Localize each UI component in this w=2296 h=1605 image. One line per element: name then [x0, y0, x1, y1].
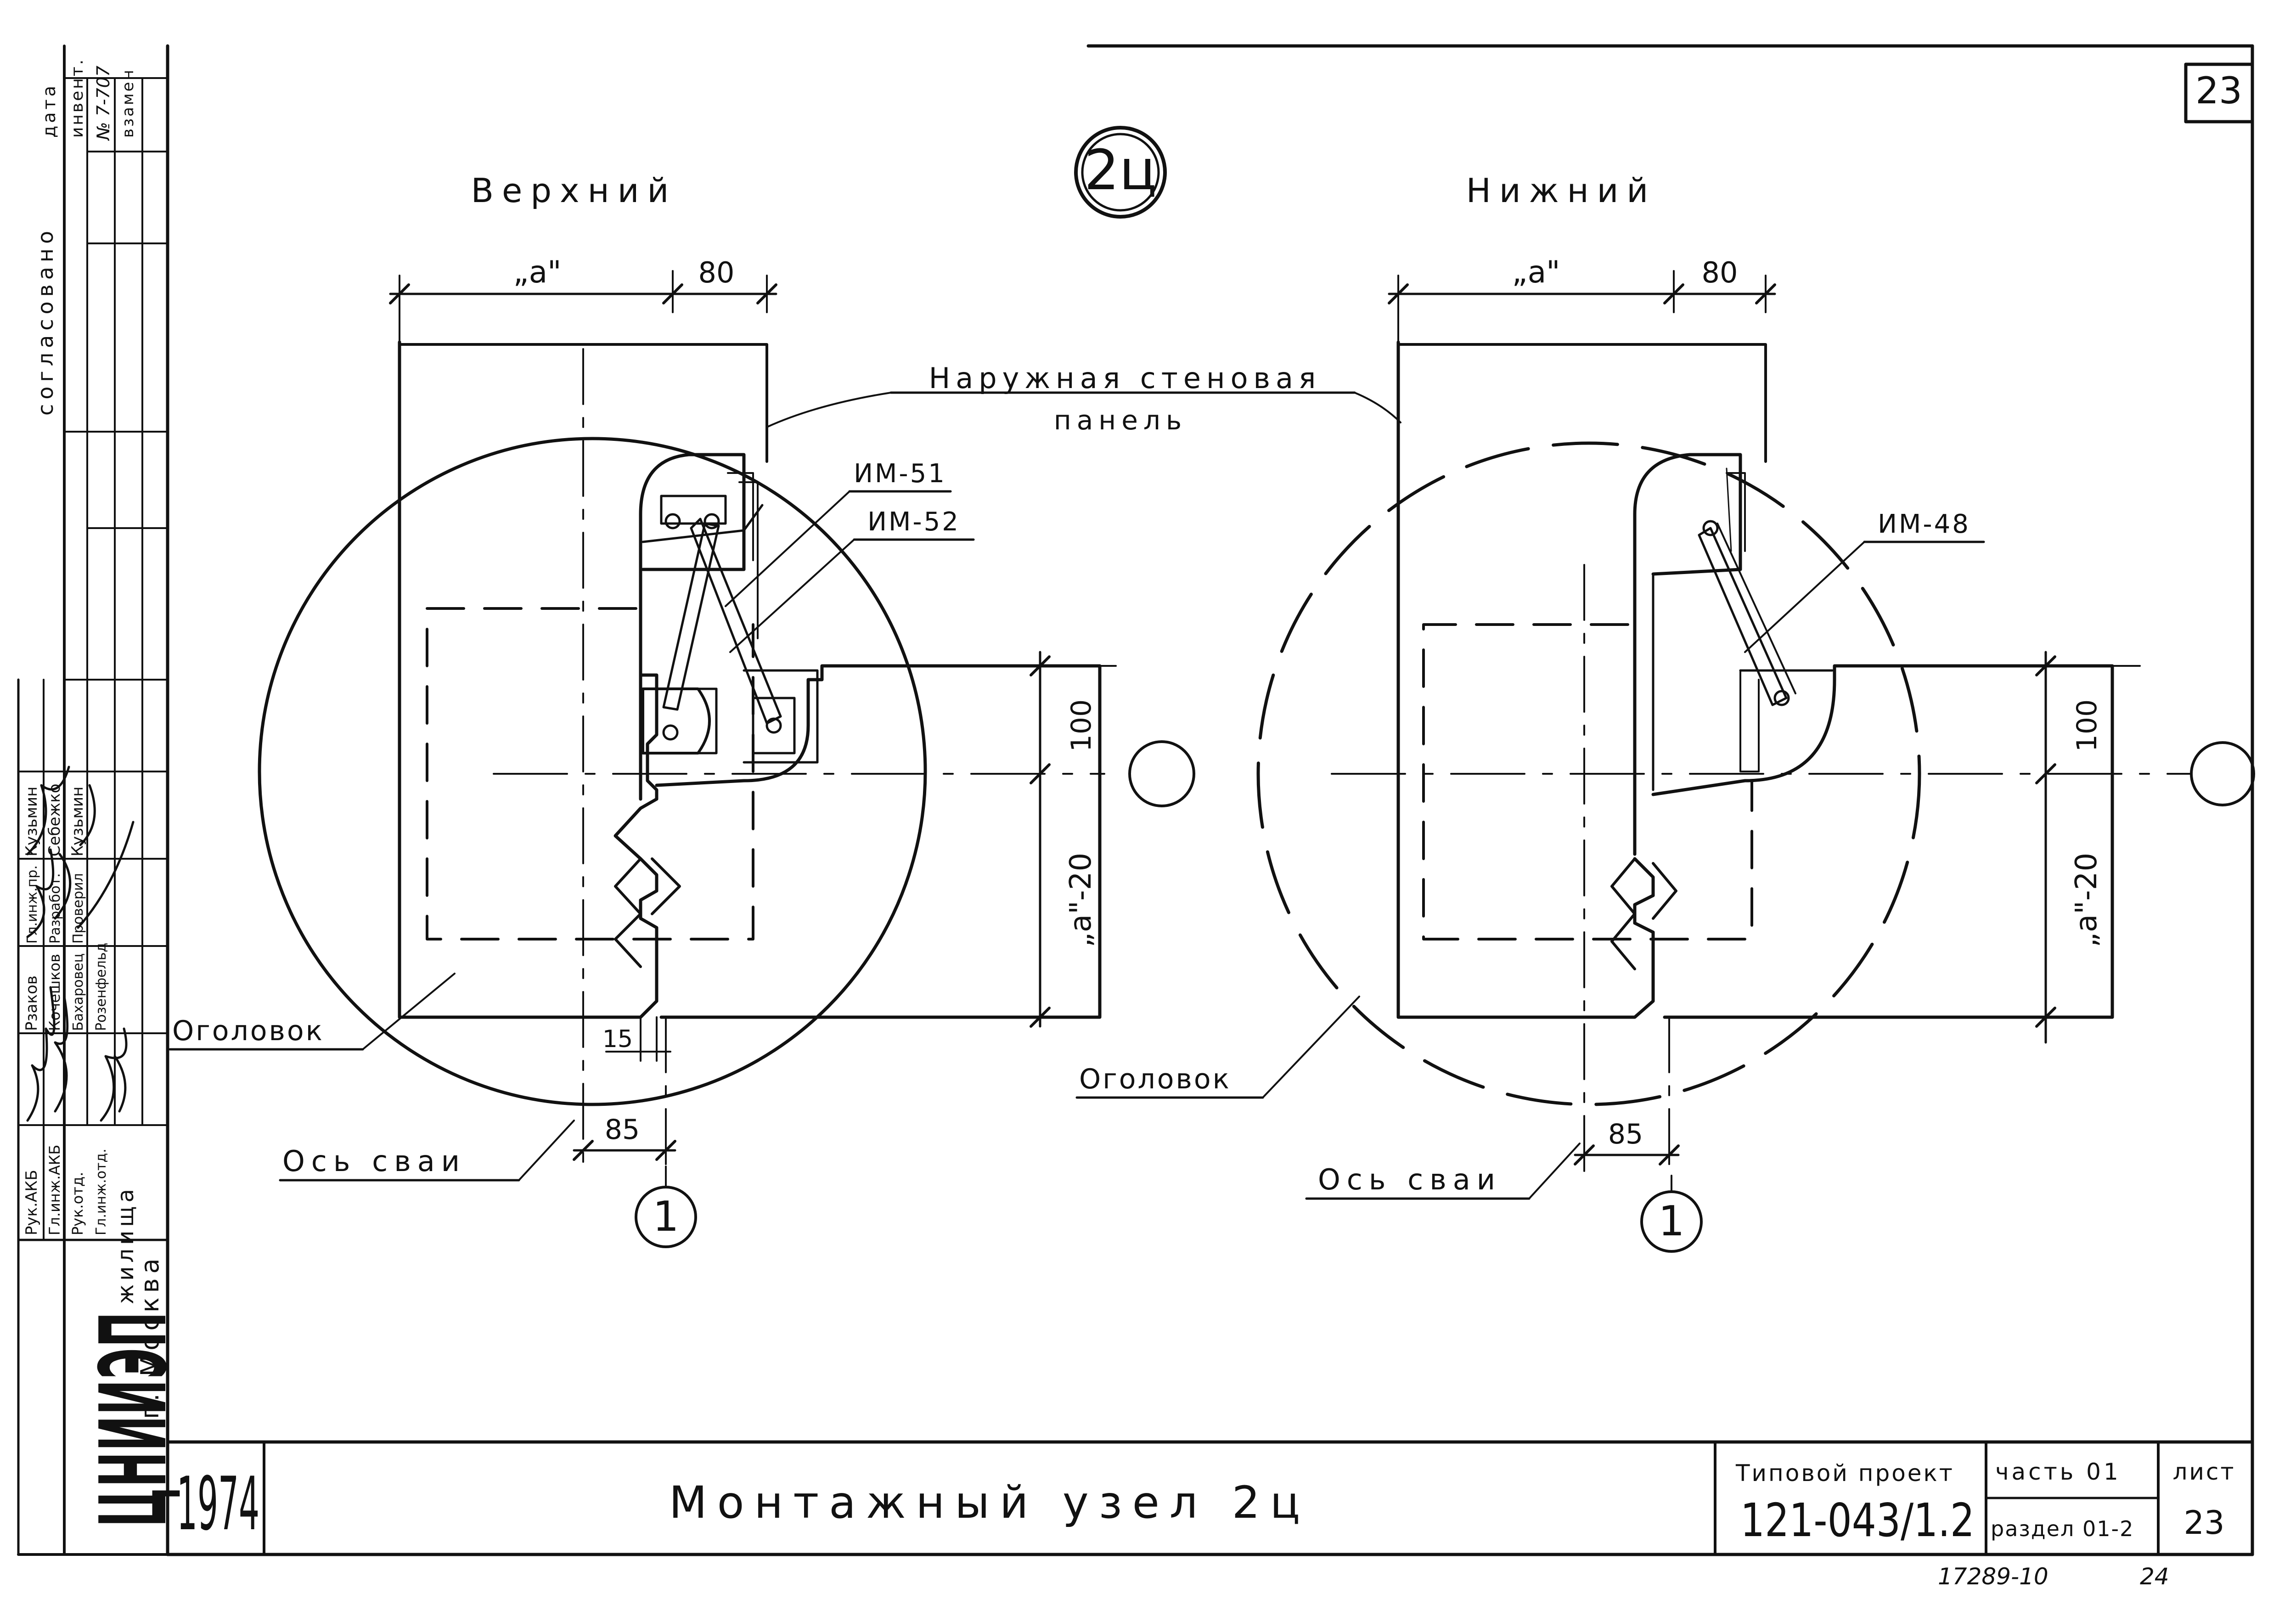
- left-dim-a: „а": [513, 254, 562, 290]
- archive-number: 17289-10: [1938, 1563, 2048, 1590]
- signature-role-2: Гл.инж.АКБ: [46, 1145, 63, 1235]
- right-dim-80: 80: [1702, 256, 1738, 289]
- left-dim-85: 85: [605, 1114, 640, 1146]
- checker-2: Себежко: [45, 783, 64, 856]
- right-dim-100: 100: [2071, 699, 2103, 752]
- node-badge: [1074, 126, 1167, 219]
- right-tag-cap: Оголовок: [1079, 1063, 1231, 1095]
- right-tag-im48: ИМ-48: [1878, 509, 1970, 539]
- right-joint-profile: [1610, 857, 1677, 970]
- left-tag-im51: ИМ-51: [854, 459, 946, 489]
- left-axis-lines: [493, 348, 1105, 1167]
- right-axis-marker: [1640, 741, 2255, 1253]
- part-label: часть 01: [1995, 1459, 2121, 1485]
- left-tag-axis: Ось сваи: [282, 1144, 466, 1178]
- right-wall-panel: [1396, 340, 1767, 1019]
- panel-label-line1: Наружная стеновая: [929, 361, 1322, 395]
- archive-page: 24: [2140, 1563, 2169, 1590]
- right-pile-cap-circle: [1256, 441, 1921, 1106]
- left-embedded-parts: [642, 495, 819, 764]
- panel-label-leaders: [766, 391, 1401, 428]
- sheet-value: 23: [2183, 1504, 2224, 1542]
- right-leaders: [1075, 541, 1985, 1200]
- checked-label: Проверил: [70, 873, 86, 944]
- checker-1: Кузьмин: [23, 787, 41, 856]
- organization-housing: жилища: [113, 1185, 139, 1304]
- right-dim-a20: „а"-20: [2070, 853, 2104, 947]
- right-axis-marker-label: 1: [1658, 1197, 1684, 1245]
- panel-label-line2: панель: [1054, 405, 1187, 436]
- left-title-strip: [17, 45, 169, 1556]
- right-floor-slab: [1651, 664, 2114, 1019]
- sheet-label: лист: [2172, 1459, 2235, 1485]
- left-wall-panel-top: [398, 343, 768, 463]
- right-column-dashed-outline: [1422, 623, 1753, 940]
- left-column-shaft: [639, 453, 764, 801]
- right-detail-title: Нижний: [1466, 171, 1656, 210]
- organization-city: г. Москва: [135, 1254, 164, 1419]
- left-pile-cap-circle: [258, 437, 927, 1106]
- main-title: Монтажный узел 2ц: [669, 1477, 1310, 1528]
- inventory-label: инвент.: [68, 58, 87, 138]
- left-column-dashed-outline: [426, 607, 754, 940]
- right-dim-a: „а": [1512, 254, 1560, 290]
- signature-role-4: Гл.инж.пр.: [24, 865, 40, 944]
- instead-of-label: взамен: [119, 68, 137, 138]
- sheet-frame: [166, 44, 2254, 1556]
- checker-3: Кузьмин: [68, 787, 87, 856]
- left-tag-im52: ИМ-52: [867, 507, 960, 537]
- approval-label: согласовано: [33, 226, 58, 416]
- right-dimensions: [1388, 270, 2141, 1166]
- signature-name-4: Разработ.: [47, 873, 63, 944]
- node-badge-label: 2ц: [1084, 139, 1157, 203]
- right-tag-axis: Ось сваи: [1318, 1163, 1502, 1196]
- right-column-shaft: [1633, 453, 1834, 856]
- left-joint-profile: [614, 857, 681, 968]
- inventory-number: № 7-707: [93, 66, 113, 141]
- project-label: Типовой проект: [1735, 1460, 1954, 1487]
- right-axis-lines: [1331, 564, 2191, 1177]
- left-dimensions: [389, 270, 1117, 1161]
- left-leaders: [169, 490, 975, 1182]
- right-dim-85: 85: [1608, 1118, 1643, 1150]
- section-label: раздел 01-2: [1991, 1516, 2134, 1541]
- signature-role-3: Рук.отд.: [69, 1172, 86, 1235]
- left-dim-15: 15: [602, 1025, 633, 1053]
- date-label: дата: [39, 83, 59, 138]
- left-tag-cap: Оголовок: [172, 1015, 324, 1047]
- sheet-number-corner: 23: [2195, 69, 2242, 112]
- year: 1974: [177, 1461, 259, 1547]
- svg-text:ЦНИИЭП: ЦНИИЭП: [80, 1311, 187, 1527]
- handwritten-signatures: [26, 766, 135, 1122]
- left-axis-marker-label: 1: [653, 1193, 679, 1241]
- left-dim-80: 80: [698, 256, 735, 289]
- signature-role-5: Гл.инж.отд.: [93, 1149, 109, 1235]
- signature-name-1: Рзаков: [23, 975, 41, 1031]
- left-dim-100: 100: [1065, 699, 1097, 752]
- signature-name-3: Бахаровец: [70, 953, 86, 1031]
- signature-name-5: Розенфельд: [93, 943, 109, 1031]
- right-embedded-parts: [1698, 467, 1796, 706]
- left-floor-slab: [655, 664, 1102, 1019]
- institute-logo: ЦНИИЭП: [80, 1311, 187, 1527]
- signature-role-1: Рук.АКБ: [23, 1170, 41, 1235]
- left-detail-title: Верхний: [471, 171, 677, 210]
- project-number: 121-043/1.2: [1740, 1493, 1975, 1547]
- left-dim-a20: „а"-20: [1064, 853, 1098, 947]
- left-axis-marker: [635, 740, 1195, 1248]
